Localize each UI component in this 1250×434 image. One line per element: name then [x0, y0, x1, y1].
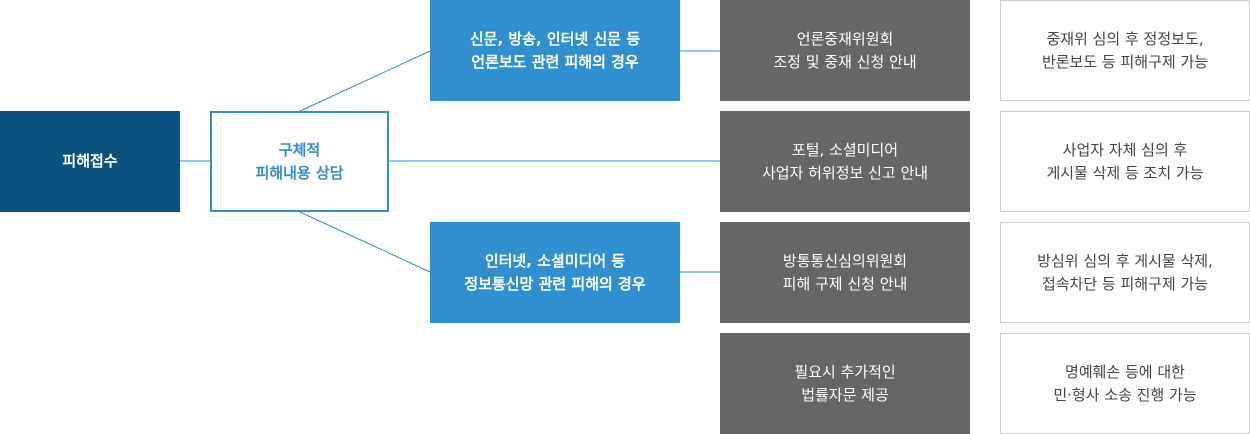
branch-press-damage: 신문, 방송, 인터넷 신문 등 언론보도 관련 피해의 경우	[430, 0, 680, 101]
result-3-line-1: 방심위 심의 후 게시물 삭제,	[1037, 251, 1213, 270]
guide-3-line-1: 방통통신심의위원회	[782, 251, 908, 270]
branch-press-line-2: 언론보도 관련 피해의 경우	[471, 52, 639, 71]
result-4-line-1: 명예훼손 등에 대한	[1065, 362, 1185, 381]
guide-1-line-2: 조정 및 중재 신청 안내	[773, 52, 917, 71]
guide-press-arbitration: 언론중재위원회 조정 및 중재 신청 안내	[720, 0, 970, 101]
connector-consult-branch-bottom	[299, 211, 431, 273]
result-4-line-2: 민·형사 소송 진행 가능	[1053, 385, 1197, 404]
branch-network-line-2: 정보통신망 관련 피해의 경우	[464, 274, 646, 293]
result-access-block: 방심위 심의 후 게시물 삭제, 접속차단 등 피해구제 가능	[1000, 222, 1250, 323]
consultation-line-1: 구체적	[278, 140, 321, 159]
guide-2-line-1: 포털, 소셜미디어	[791, 140, 899, 159]
guide-4-line-2: 법률자문 제공	[801, 385, 889, 404]
consultation-line-2: 피해내용 상담	[255, 163, 344, 182]
guide-2-line-2: 사업자 허위정보 신고 안내	[761, 163, 929, 182]
result-post-deletion: 사업자 자체 심의 후 게시물 삭제 등 조치 가능	[1000, 111, 1250, 212]
guide-1-line-1: 언론중재위원회	[796, 29, 894, 48]
guide-legal-advice: 필요시 추가적인 법률자문 제공	[720, 333, 970, 434]
guide-4-line-1: 필요시 추가적인	[794, 362, 896, 381]
branch-press-line-1: 신문, 방송, 인터넷 신문 등	[469, 29, 641, 48]
guide-3-line-2: 피해 구제 신청 안내	[782, 274, 908, 293]
result-lawsuit: 명예훼손 등에 대한 민·형사 소송 진행 가능	[1000, 333, 1250, 434]
consultation-box: 구체적 피해내용 상담	[210, 111, 389, 212]
result-2-line-1: 사업자 자체 심의 후	[1062, 140, 1188, 159]
result-1-line-1: 중재위 심의 후 정정보도,	[1046, 29, 1204, 48]
connector-consult-branch-top	[299, 50, 431, 112]
damage-intake-box: 피해접수	[0, 111, 180, 212]
damage-intake-label: 피해접수	[62, 152, 118, 170]
branch-network-damage: 인터넷, 소셜미디어 등 정보통신망 관련 피해의 경우	[430, 222, 680, 323]
result-3-line-2: 접속차단 등 피해구제 가능	[1041, 274, 1209, 293]
branch-network-line-1: 인터넷, 소셜미디어 등	[484, 251, 626, 270]
guide-communications-commission: 방통통신심의위원회 피해 구제 신청 안내	[720, 222, 970, 323]
result-correction-report: 중재위 심의 후 정정보도, 반론보도 등 피해구제 가능	[1000, 0, 1250, 101]
guide-portal-report: 포털, 소셜미디어 사업자 허위정보 신고 안내	[720, 111, 970, 212]
result-1-line-2: 반론보도 등 피해구제 가능	[1041, 52, 1209, 71]
result-2-line-2: 게시물 삭제 등 조치 가능	[1046, 163, 1204, 182]
